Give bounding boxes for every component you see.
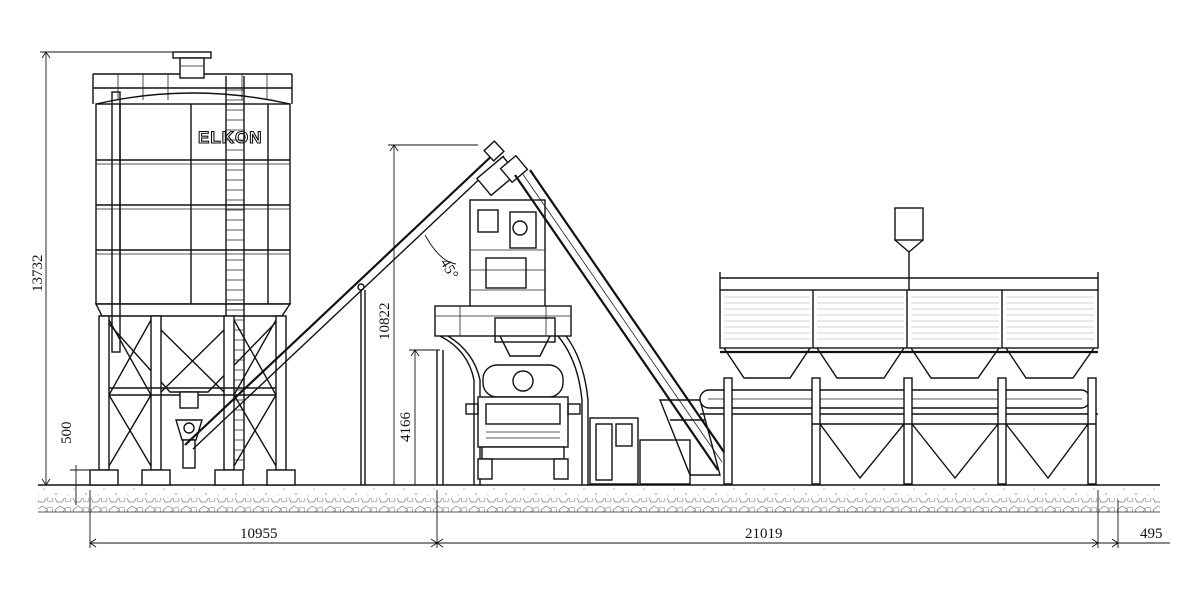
inclined-belt-conveyor (514, 169, 727, 476)
mixer-tower (434, 154, 589, 485)
brand-label: ELKON (198, 128, 263, 147)
weighing-belt (699, 389, 1098, 415)
silo-body (95, 103, 291, 305)
control-cabin (589, 417, 691, 485)
dust-filter (894, 207, 924, 292)
dim-mixer-platform-height: 10822 (377, 303, 393, 341)
ground (38, 484, 1160, 513)
mixer-platform (434, 305, 572, 337)
bin-support-legs (723, 377, 1097, 485)
screw-conveyor (184, 140, 505, 485)
dim-silo-leg-height: 500 (59, 422, 75, 445)
silo-filling-pipe (111, 91, 121, 353)
dim-truck-clearance: 4166 (398, 412, 414, 443)
truck-mixer (465, 364, 581, 480)
silo-footings (89, 469, 296, 486)
dim-plant-length: 21019 (745, 526, 783, 542)
silo-discharge-valve (175, 391, 203, 469)
cement-silo: ELKON (89, 51, 296, 486)
dim-end-offset: 495 (1140, 526, 1163, 542)
aggregate-bins (719, 272, 1099, 379)
silo-top-filter (172, 51, 212, 79)
dim-screw-angle: 45° (437, 256, 461, 282)
dim-silo-section-length: 10955 (240, 526, 278, 542)
dim-silo-total-height: 13732 (30, 255, 46, 293)
